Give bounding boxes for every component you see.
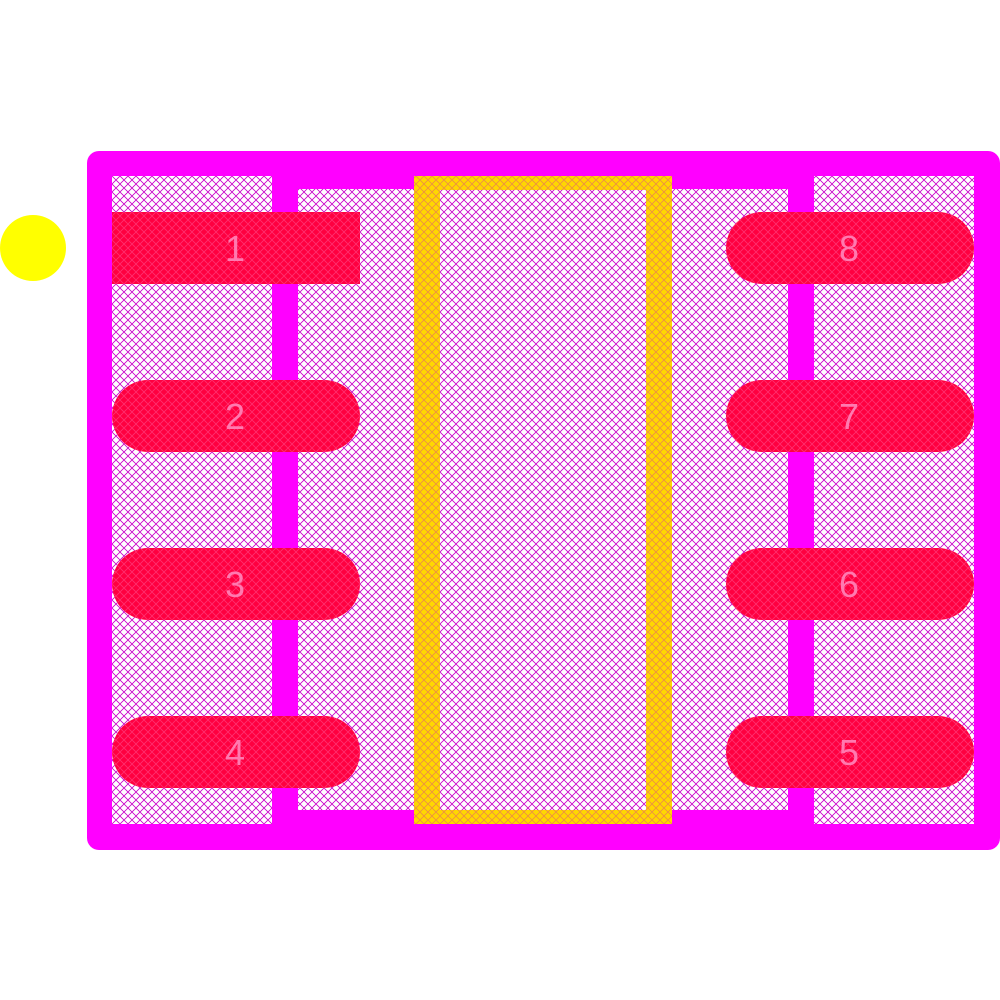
pad-8-label: 8: [839, 228, 859, 269]
pad-4-shape: [112, 716, 360, 788]
pad-8-shape: [726, 212, 974, 284]
pad-1-label: 1: [225, 228, 245, 269]
exposed-pad-inner-hatch: [440, 190, 646, 810]
pad-4-label: 4: [225, 732, 245, 773]
pad-7-label: 7: [839, 396, 859, 437]
pad-6-label: 6: [839, 564, 859, 605]
pad-3-shape: [112, 548, 360, 620]
pad-4: 4: [112, 716, 360, 788]
pad-5-shape: [726, 716, 974, 788]
pad-6: 6: [726, 548, 974, 620]
pad-2-shape: [112, 380, 360, 452]
pad-2: 2: [112, 380, 360, 452]
pad-6-shape: [726, 548, 974, 620]
pin1-marker: [0, 215, 66, 281]
pad-2-label: 2: [225, 396, 245, 437]
pad-5: 5: [726, 716, 974, 788]
pad-8: 8: [726, 212, 974, 284]
pads-layer: 1 2 3 4 5 6 7 8: [112, 212, 974, 788]
pad-3-label: 3: [225, 564, 245, 605]
pad-1-shape: [112, 212, 360, 284]
pad-5-label: 5: [839, 732, 859, 773]
pad-1: 1: [112, 212, 360, 284]
pad-7-shape: [726, 380, 974, 452]
pad-3: 3: [112, 548, 360, 620]
pad-7: 7: [726, 380, 974, 452]
